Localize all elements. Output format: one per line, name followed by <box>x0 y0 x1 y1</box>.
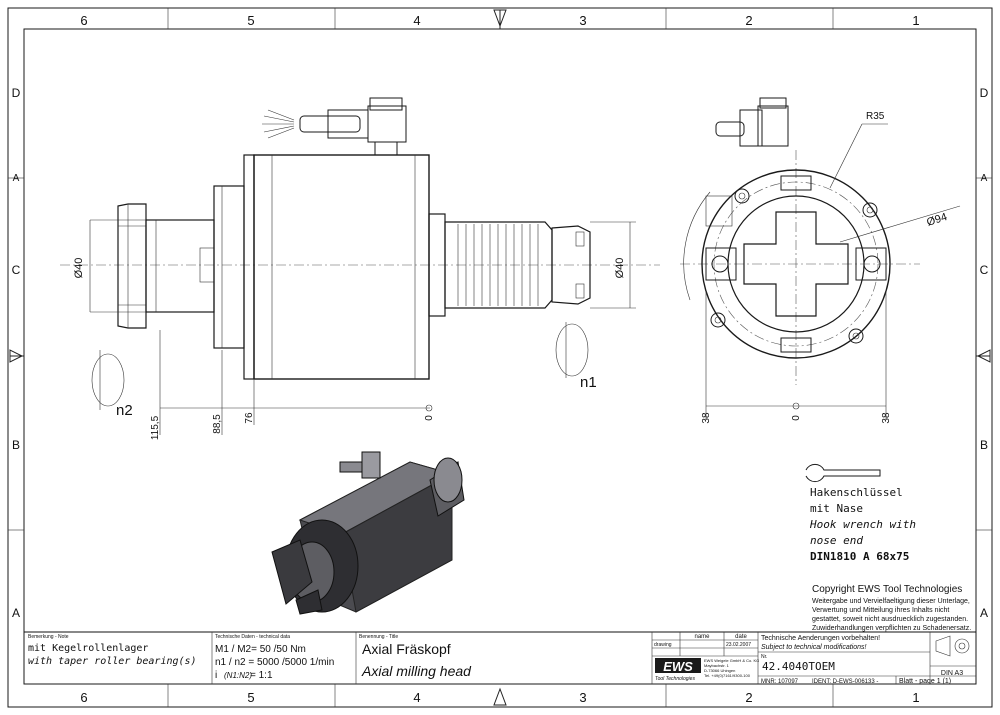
row-label: B <box>980 438 988 452</box>
dim-zero-left: 0 <box>424 415 435 421</box>
row-label: C <box>12 263 21 277</box>
dim-d94: Ø94 <box>925 211 948 229</box>
col-label: 5 <box>247 13 254 28</box>
tech-header: Technische Daten - technical data <box>215 634 290 640</box>
col-label-bottom: 3 <box>579 690 586 705</box>
tech-line2: n1 / n2 = 5000 /5000 1/min <box>215 657 334 668</box>
copyright-line4: Zuwiderhandlungen verpflichten zu Schade… <box>812 625 971 632</box>
ews-logo-box <box>655 658 701 673</box>
row-label: A <box>12 606 20 620</box>
dim-shank-dia: Ø40 <box>73 258 85 279</box>
col-label: 1 <box>912 13 919 28</box>
outer-frame <box>7 7 993 708</box>
accessory-line3: Hook wrench with <box>809 518 916 531</box>
row-drawing: drawing <box>654 642 672 648</box>
frame-ticks <box>8 8 992 707</box>
label-n1: n1 <box>580 374 597 391</box>
row-label-small: A <box>13 173 20 184</box>
accessory-line4: nose end <box>810 534 863 547</box>
company-line3: D-73066 Uhingen <box>704 668 735 673</box>
dim-collet-dia: Ø40 <box>614 258 626 279</box>
col-label-bottom: 6 <box>80 690 87 705</box>
isometric-render <box>271 451 465 615</box>
front-view <box>680 97 961 420</box>
col-label-bottom: 5 <box>247 690 254 705</box>
sheet: Blatt - page 1 (1) <box>899 678 951 685</box>
ews-logo-sub: Tool Technologies <box>655 676 695 682</box>
copyright-title: Copyright EWS Tool Technologies <box>812 584 962 595</box>
dim-38-left: 38 <box>701 412 712 424</box>
row-label: B <box>12 438 20 452</box>
tech-line3-sub: (N1:N2) <box>224 671 252 680</box>
copyright-line2: Verwertung und Mitteilung ihres Inhalts … <box>812 607 949 614</box>
ident: IDENT: D-EWS-006133 - <box>812 679 878 685</box>
title-en: Axial milling head <box>361 663 472 679</box>
accessory-line2: mit Nase <box>810 502 863 515</box>
projection-symbol-icon <box>935 635 970 657</box>
accessory-line1: Hakenschlüssel <box>810 486 903 499</box>
drawing-no: 42.4040TOEM <box>762 660 835 673</box>
drawing-date: 23.02.2007 <box>726 642 751 648</box>
mnr: MNR: 107097 <box>761 679 799 685</box>
company-line4: Tel. +49(0)7161/9300-100 <box>704 673 751 678</box>
col-label-bottom: 1 <box>912 690 919 705</box>
dim-115: 115,5 <box>150 415 161 440</box>
row-label: D <box>12 86 21 100</box>
side-view <box>60 97 660 435</box>
copyright-line3: gestattet, soweit nicht ausdruecklich zu… <box>812 616 968 623</box>
accessory-line5: DIN1810 A 68x75 <box>810 550 909 563</box>
row-label: C <box>980 263 989 277</box>
remark-de: mit Kegelrollenlager <box>28 643 148 654</box>
company-line1: EWS Weigele GmbH & Co. KG <box>704 658 759 663</box>
title-de: Axial Fräskopf <box>362 641 451 657</box>
row-label: D <box>980 86 989 100</box>
col-label: 3 <box>579 13 586 28</box>
copyright-line1: Weitergabe und Vervielfaeltigung dieser … <box>812 598 970 605</box>
row-label-small: A <box>981 173 988 184</box>
col-date: date <box>735 634 747 640</box>
col-label-bottom: 4 <box>413 690 420 705</box>
col-name: name <box>694 634 710 640</box>
ews-logo: EWS <box>663 659 693 674</box>
dim-38-right: 38 <box>881 412 892 424</box>
col-label: 6 <box>80 13 87 28</box>
remark-en: with taper roller bearing(s) <box>28 656 197 667</box>
tech-line1: M1 / M2= 50 /50 Nm <box>215 644 306 655</box>
col-label-bottom: 2 <box>745 690 752 705</box>
remark-header: Bemerkung - Note <box>28 634 69 640</box>
centering-marks <box>9 9 991 706</box>
tech-line3-val: = 1:1 <box>250 670 273 681</box>
company-line2: Maybachstr. 1 <box>704 663 730 668</box>
col-label: 4 <box>413 13 420 28</box>
dim-r35: R35 <box>866 111 885 122</box>
title-block-grid <box>24 631 976 684</box>
col-label: 2 <box>745 13 752 28</box>
hook-wrench-icon <box>805 463 881 483</box>
name-header: Benennung - Title <box>359 634 398 640</box>
dim-88: 88,5 <box>212 414 223 434</box>
label-n2: n2 <box>116 402 133 419</box>
format: DIN A3 <box>941 670 963 677</box>
nr-label: Nr. <box>761 654 767 660</box>
change-en: Subject to technical modifications! <box>761 644 866 651</box>
change-de: Technische Aenderungen vorbehalten! <box>761 635 880 642</box>
row-label: A <box>980 606 988 620</box>
dim-zero-right: 0 <box>791 415 802 421</box>
tech-line3-label: i <box>215 670 217 681</box>
dim-76: 76 <box>244 412 255 424</box>
